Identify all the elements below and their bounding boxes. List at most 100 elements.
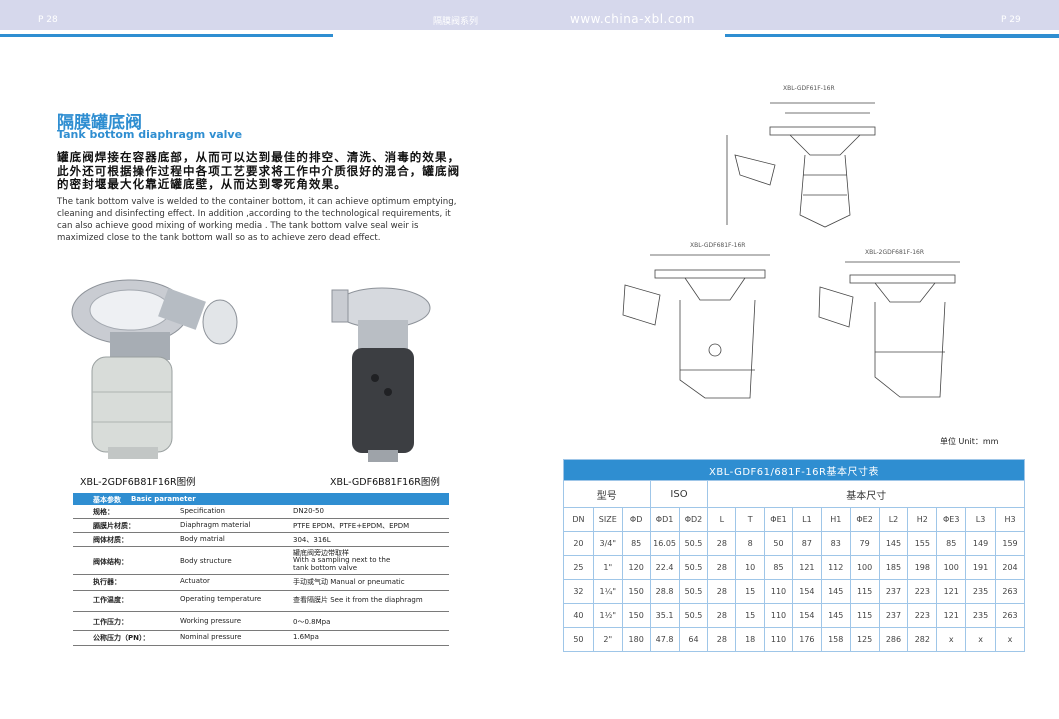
column-header: SIZE (592, 507, 623, 532)
table-cell: 223 (907, 603, 938, 628)
param-label-en: Working pressure (180, 617, 242, 625)
table-cell: 121 (936, 579, 967, 604)
param-label-cn: 工作温度： (93, 596, 128, 604)
column-header: L1 (791, 507, 822, 532)
table-cell: 50 (764, 531, 793, 556)
column-header: L2 (878, 507, 909, 532)
param-label-en: Nominal pressure (180, 633, 242, 641)
group-model: 型号 (563, 480, 651, 508)
table-cell: 145 (878, 531, 909, 556)
table-cell: 50.5 (678, 579, 709, 604)
table-cell: x (936, 627, 967, 652)
table-cell: 223 (907, 579, 938, 604)
table-cell: 115 (849, 579, 880, 604)
table-cell: 25 (563, 555, 594, 580)
param-label-cn: 膈膜片材质： (93, 522, 135, 530)
param-row: 规格： Specification DN20-50 (73, 505, 449, 519)
product-caption-2: XBL-GDF6B81F16R图例 (330, 477, 440, 488)
table-cell: 237 (878, 603, 909, 628)
table-cell: 85 (764, 555, 793, 580)
table-cell: 145 (820, 603, 851, 628)
param-value: PTFE EPDM、PTFE+EPDM、EPDM (293, 522, 410, 530)
table-cell: x (965, 627, 996, 652)
table-cell: 20 (563, 531, 594, 556)
table-cell: 149 (965, 531, 996, 556)
table-cell: 150 (621, 579, 651, 604)
table-cell: 3/4" (592, 531, 623, 556)
table-cell: 83 (820, 531, 851, 556)
table-cell: 121 (791, 555, 822, 580)
column-header: H1 (820, 507, 851, 532)
table-cell: 235 (965, 603, 996, 628)
table-cell: 159 (995, 531, 1025, 556)
product-caption-1: XBL-2GDF6B81F16R图例 (80, 477, 196, 488)
param-row: 阀体结构： Body structure 罐底阀旁边带取样 With a sam… (73, 547, 449, 575)
table-cell: 286 (878, 627, 909, 652)
param-value: 0～0.8Mpa (293, 618, 331, 626)
table-cell: 85 (621, 531, 651, 556)
column-header: ΦD1 (649, 507, 680, 532)
table-cell: 176 (791, 627, 822, 652)
table-cell: 64 (678, 627, 709, 652)
table-cell: 16.05 (649, 531, 680, 556)
table-cell: 40 (563, 603, 594, 628)
table-cell: 110 (764, 627, 793, 652)
unit-label: 单位 Unit：mm (940, 437, 999, 446)
param-label-en: Diaphragm material (180, 521, 251, 529)
drawing-label-3: XBL-2GDF681F-16R (865, 249, 925, 256)
table-cell: 10 (735, 555, 766, 580)
table-cell: 28.8 (649, 579, 680, 604)
table-cell: 2" (592, 627, 623, 652)
drawing-label-2: XBL-GDF681F-16R (690, 242, 746, 249)
table-cell: 145 (820, 579, 851, 604)
table-cell: 198 (907, 555, 938, 580)
param-row: 执行器： Actuator 手动或气动 Manual or pneumatic (73, 575, 449, 591)
table-cell: 204 (995, 555, 1025, 580)
table-cell: 28 (707, 555, 737, 580)
table-cell: 35.1 (649, 603, 680, 628)
table-cell: 100 (849, 555, 880, 580)
table-cell: 32 (563, 579, 594, 604)
description-cn: 罐底阀焊接在容器底部，从而可以达到最佳的排空、清洗、消毒的效果，此外还可根据操作… (57, 150, 461, 191)
column-header: DN (563, 507, 594, 532)
column-header: T (735, 507, 766, 532)
param-label-en: Body matrial (180, 535, 225, 543)
table-cell: 237 (878, 579, 909, 604)
website-url[interactable]: www.china-xbl.com (570, 12, 695, 26)
table-cell: 110 (764, 603, 793, 628)
param-value: DN20-50 (293, 507, 324, 515)
column-header: ΦE1 (764, 507, 793, 532)
table-cell: 8 (735, 531, 766, 556)
param-value: 罐底阀旁边带取样 (293, 549, 349, 557)
table-cell: 28 (707, 603, 737, 628)
table-cell: 110 (764, 579, 793, 604)
table-cell: 150 (621, 603, 651, 628)
product-image-2gdf6b81f16r (71, 279, 238, 459)
param-row: 公称压力（PN）： Nominal pressure 1.6Mpa (73, 631, 449, 646)
table-cell: 87 (791, 531, 822, 556)
param-value: 1.6Mpa (293, 633, 319, 641)
table-cell: 50.5 (678, 603, 709, 628)
table-cell: 1¼" (592, 579, 623, 604)
table-cell: 79 (849, 531, 880, 556)
dimension-table-title: XBL-GDF61/681F-16R基本尺寸表 (563, 459, 1025, 481)
product-image-gdf6b81f16r (331, 287, 431, 462)
group-basic-dimensions: 基本尺寸 (707, 480, 1025, 508)
column-header: L (707, 507, 737, 532)
param-value: 304、316L (293, 536, 331, 544)
param-value: 手动或气动 Manual or pneumatic (293, 578, 405, 586)
table-cell: 185 (878, 555, 909, 580)
page-number-right: P 29 (1001, 15, 1021, 25)
table-cell: 154 (791, 579, 822, 604)
table-cell: 121 (936, 603, 967, 628)
table-cell: 115 (849, 603, 880, 628)
param-label-en: Body structure (180, 557, 232, 565)
parameter-table: 基本参数 Basic parameter 规格： Specification D… (73, 493, 449, 646)
drawing-label-1: XBL-GDF61F-16R (783, 85, 835, 92)
